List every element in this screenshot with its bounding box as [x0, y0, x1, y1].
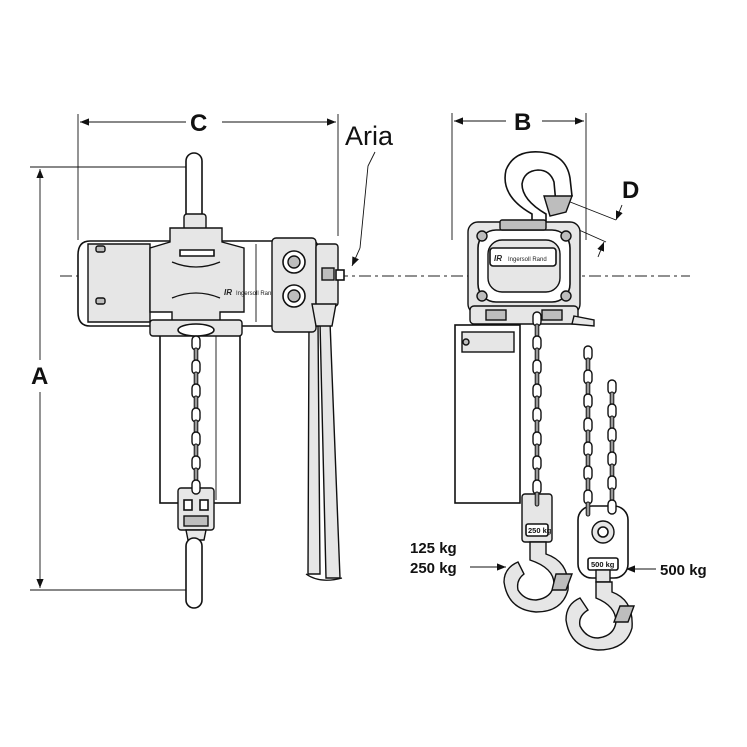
dimension-c-label: C — [190, 110, 207, 137]
dimension-b-label: B — [514, 109, 531, 136]
capacity-500-label: 500 kg — [660, 562, 707, 579]
dimension-d-label: D — [622, 177, 639, 204]
side-load-chain — [191, 335, 201, 495]
hoist-front-view: IR Ingersoll Rand 250 kg 500 kg — [454, 151, 636, 651]
hoist-side-view: IR Ingersoll Rand — [77, 152, 345, 609]
capacity-125-label: 125 kg — [410, 540, 457, 557]
chain-link — [534, 491, 540, 507]
side-brand-name: Ingersoll Rand — [236, 291, 275, 297]
dimension-lines — [30, 113, 656, 591]
chain-link — [607, 499, 617, 515]
front-load-chains — [532, 311, 617, 517]
dimension-a-label: A — [31, 363, 48, 390]
plate-500-label: 500 kg — [591, 560, 615, 569]
side-brand-logo: IR — [224, 288, 232, 297]
plate-250-label: 250 kg — [528, 526, 552, 535]
front-brand-logo: IR — [494, 254, 502, 263]
front-brand-name: Ingersoll Rand — [508, 257, 547, 263]
chain-link — [585, 501, 591, 517]
capacity-250-label: 250 kg — [410, 560, 457, 577]
air-inlet-label: Aria — [345, 121, 394, 151]
chain-link — [191, 479, 201, 495]
